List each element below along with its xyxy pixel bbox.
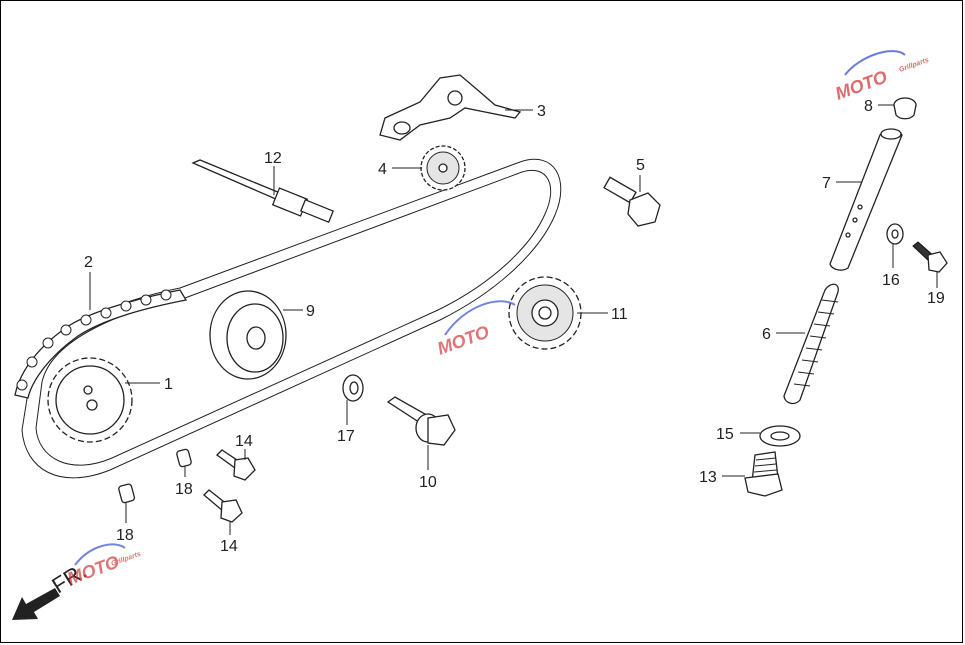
callout-12: 12 xyxy=(264,150,282,167)
callout-8: 8 xyxy=(864,98,873,115)
callout-10: 10 xyxy=(419,474,437,491)
tensioner-body-part-7 xyxy=(829,128,903,271)
crank-sprocket-part-1 xyxy=(47,357,133,443)
callout-7: 7 xyxy=(822,175,831,192)
watermark-text: MOTO xyxy=(435,322,492,359)
callout-16: 16 xyxy=(882,272,900,289)
callout-labels: 1 2 3 4 5 6 7 8 9 10 11 12 13 14 14 15 1… xyxy=(84,98,945,555)
callout-17: 17 xyxy=(337,428,355,445)
sprocket-part-11 xyxy=(508,276,582,350)
pivot-bolt-part-10 xyxy=(386,396,456,446)
callout-2: 2 xyxy=(84,254,93,271)
spring-part-6 xyxy=(783,283,839,405)
cap-part-8 xyxy=(893,97,917,120)
bolt-part-14a xyxy=(216,449,256,481)
watermark-subtext: Grillparts xyxy=(898,57,930,74)
dowel-pin-part-18a xyxy=(176,448,192,468)
callout-5: 5 xyxy=(636,157,645,174)
callout-4: 4 xyxy=(378,161,387,178)
watermark-swoosh-icon xyxy=(844,50,906,76)
callout-3: 3 xyxy=(537,103,546,120)
callout-14a: 14 xyxy=(235,433,253,450)
callout-13: 13 xyxy=(699,469,717,486)
callout-18a: 18 xyxy=(175,481,193,498)
sealing-washer-part-15 xyxy=(759,425,801,447)
small-sprocket-part-4 xyxy=(420,145,466,191)
chain-guide-bracket-part-3 xyxy=(379,74,522,141)
callout-1: 1 xyxy=(164,376,173,393)
watermark-top-right: MOTO Grillparts xyxy=(833,50,930,104)
tensioner-rod-part-12 xyxy=(191,159,335,224)
washer-part-17 xyxy=(342,374,364,402)
bolt-part-19 xyxy=(912,241,948,273)
callout-6: 6 xyxy=(762,326,771,343)
watermark-text: MOTO xyxy=(65,552,122,589)
bolt-part-5 xyxy=(603,176,661,227)
bolt-part-14b xyxy=(203,489,243,523)
dowel-pin-part-18b xyxy=(118,483,136,504)
plug-bolt-part-13 xyxy=(744,451,783,497)
leader-lines xyxy=(89,104,938,535)
watermark-swoosh-icon xyxy=(74,543,126,566)
callout-9: 9 xyxy=(306,303,315,320)
watermark-center: MOTO xyxy=(435,300,516,359)
watermark-bottom-left: MOTO Grillparts xyxy=(65,543,142,589)
callout-18b: 18 xyxy=(116,527,134,544)
callout-19: 19 xyxy=(927,290,945,307)
front-arrow-icon xyxy=(12,588,60,620)
watermark-swoosh-icon xyxy=(444,300,516,336)
watermark-text: MOTO xyxy=(833,67,890,104)
callout-15: 15 xyxy=(716,426,734,443)
washer-part-16 xyxy=(886,223,904,245)
chain-links-part-2 xyxy=(14,289,188,399)
callout-14b: 14 xyxy=(220,538,238,555)
callout-11: 11 xyxy=(611,306,628,323)
idler-roller-part-9 xyxy=(209,290,287,380)
